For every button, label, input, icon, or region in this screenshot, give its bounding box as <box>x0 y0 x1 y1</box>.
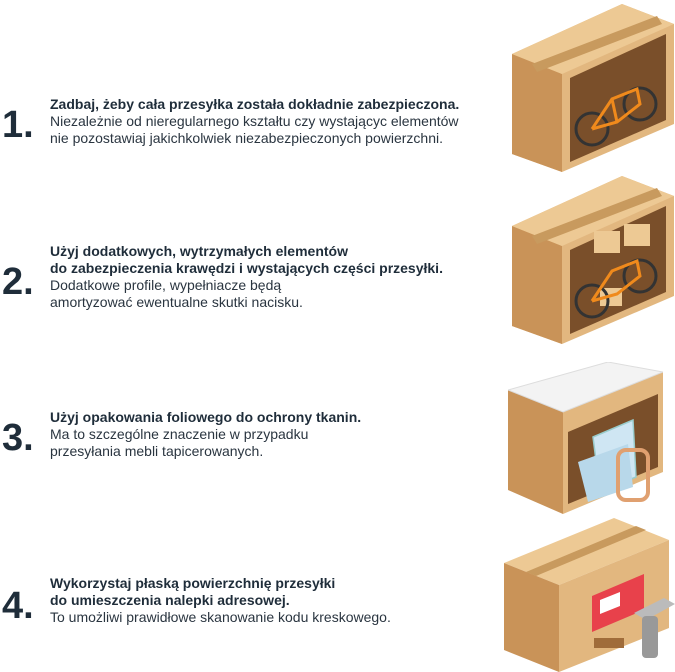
armchair-icon <box>578 418 650 502</box>
box-with-armchair-illustration <box>508 362 663 514</box>
step-body: Ma to szczególne znaczenie w przypadku <box>50 426 309 442</box>
step-title: Wykorzystaj płaską powierzchnię przesyłk… <box>50 575 336 591</box>
step-number: 2. <box>2 261 34 303</box>
step-body: nie pozostawiaj jakichkolwiek niezabezpi… <box>50 130 443 146</box>
box-with-label-and-scanner-illustration <box>504 518 675 672</box>
step-title: Zadbaj, żeby cała przesyłka została dokł… <box>50 96 460 112</box>
step-title: Użyj dodatkowych, wytrzymałych elementów <box>50 243 348 259</box>
barcode-scanner-icon <box>634 598 675 658</box>
step-text: Użyj dodatkowych, wytrzymałych elementów… <box>50 243 443 311</box>
address-label-icon <box>592 574 644 632</box>
handling-symbols-icon <box>594 638 624 648</box>
bicycle-icon <box>574 258 658 319</box>
step-title: do zabezpieczenia krawędzi i wystających… <box>50 260 443 276</box>
step-text: Zadbaj, żeby cała przesyłka została dokł… <box>50 96 459 147</box>
step-number: 4. <box>2 585 34 627</box>
step-number: 1. <box>2 104 34 146</box>
step-body: Niezależnie od nieregularnego kształtu c… <box>50 113 459 129</box>
step-body: To umożliwi prawidłowe skanowanie kodu k… <box>50 609 391 625</box>
step-body: amortyzować ewentualne skutki nacisku. <box>50 294 303 310</box>
step-title: do umieszczenia nalepki adresowej. <box>50 592 290 608</box>
filler-block-icon <box>624 224 650 246</box>
box-with-bicycle-and-fillers-illustration <box>512 176 674 344</box>
step-number: 3. <box>2 417 34 459</box>
step-text: Wykorzystaj płaską powierzchnię przesyłk… <box>50 575 391 626</box>
step-body: przesyłania mebli tapicerowanych. <box>50 443 264 459</box>
step-title: Użyj opakowania foliowego do ochrony tka… <box>50 409 362 425</box>
step-text: Użyj opakowania foliowego do ochrony tka… <box>50 409 361 460</box>
bicycle-icon <box>574 86 658 147</box>
filler-block-icon <box>594 231 620 253</box>
box-with-bicycle-illustration <box>512 4 674 172</box>
step-body: Dodatkowe profile, wypełniacze będą <box>50 277 282 293</box>
